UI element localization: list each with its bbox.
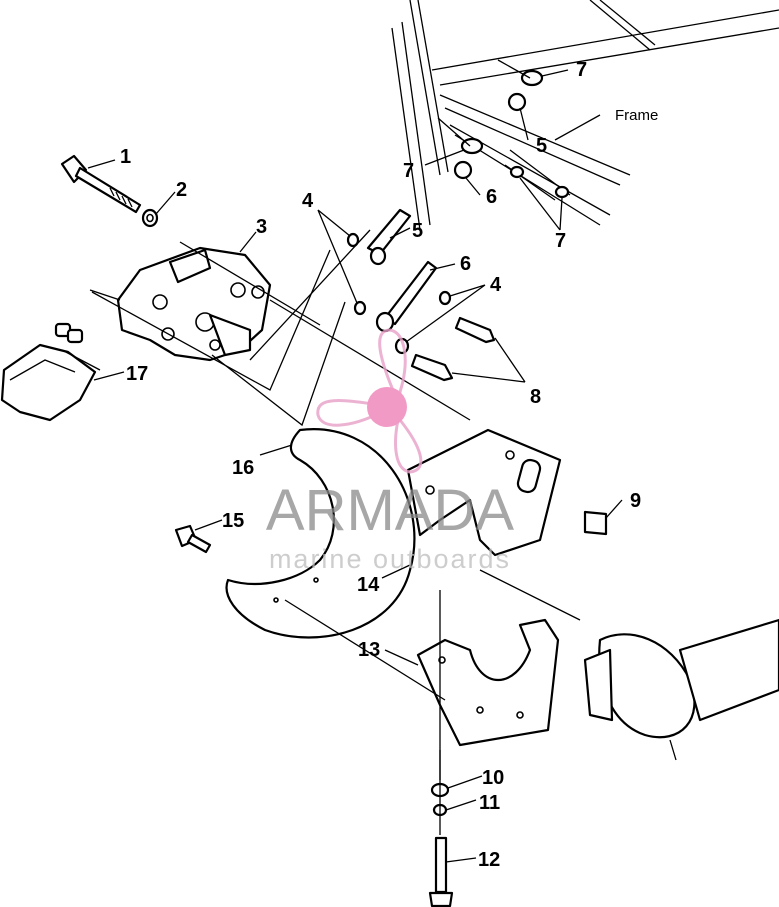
callout-leaders	[87, 69, 623, 863]
watermark-tagline: marine outboards	[269, 544, 511, 574]
watermark: ARMADA marine outboards	[266, 328, 514, 574]
frame-label: Frame	[615, 107, 658, 124]
callout-4-left: 4	[302, 190, 314, 212]
mounting-bracket-upper	[406, 428, 562, 557]
callout-6-link: 6	[460, 253, 471, 275]
callout-7-right: 7	[555, 230, 566, 252]
frame-hardware	[437, 59, 571, 201]
callout-10: 10	[482, 767, 504, 789]
callout-15: 15	[222, 510, 244, 532]
callout-numbers: 1 2 3 4 5 6 7 7 5 6 7 4 8 9 10 11 12 13 …	[120, 59, 658, 871]
callout-9: 9	[630, 490, 641, 512]
axle-housing	[583, 618, 779, 761]
callout-2: 2	[176, 179, 187, 201]
bottom-hardware	[428, 782, 454, 907]
callout-6-frame: 6	[486, 186, 497, 208]
brake-pad	[0, 322, 97, 422]
brake-caliper	[116, 246, 272, 362]
callout-5-frame: 5	[536, 135, 547, 157]
callout-7-top: 7	[576, 59, 587, 81]
callout-14: 14	[357, 574, 380, 596]
leader-lines	[61, 229, 581, 835]
callout-7-mid: 7	[403, 160, 414, 182]
bolt-15	[174, 524, 212, 554]
callout-4-right: 4	[490, 274, 502, 296]
mounting-bracket-lower	[416, 618, 560, 747]
callout-13: 13	[358, 639, 380, 661]
frame-structure	[391, 0, 779, 231]
brake-disc	[225, 428, 416, 639]
callout-11: 11	[479, 792, 500, 814]
callout-1: 1	[120, 146, 131, 168]
watermark-brand: ARMADA	[266, 478, 514, 543]
bolt-long	[60, 154, 142, 214]
callout-5-link: 5	[412, 220, 423, 242]
callout-8: 8	[530, 386, 541, 408]
propeller-logo-icon	[316, 328, 423, 474]
callout-16: 16	[232, 457, 254, 479]
callout-17: 17	[126, 363, 148, 385]
callout-3: 3	[256, 216, 267, 238]
callout-12: 12	[478, 849, 500, 871]
